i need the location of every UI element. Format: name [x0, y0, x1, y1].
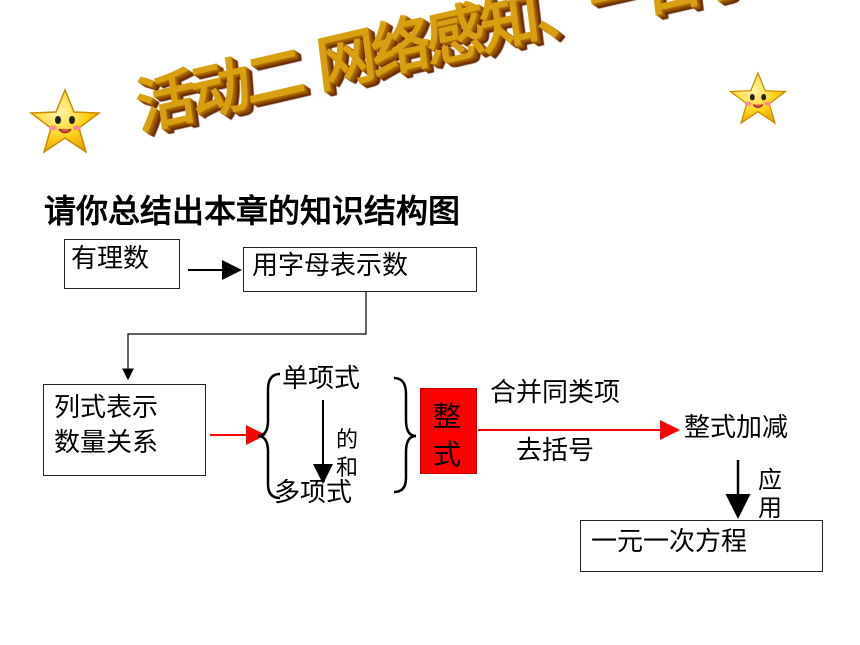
node-expr-line2: 数量关系: [54, 428, 159, 459]
node-he: 和: [336, 456, 359, 481]
node-integral-char1: 整: [433, 400, 462, 433]
node-expr: 列式表示 数量关系: [43, 384, 206, 476]
node-polynomial: 多项式: [274, 478, 353, 508]
node-rational-label: 有理数: [71, 244, 150, 274]
edge-label-apply-2: 用: [758, 494, 782, 522]
edge-label-apply-1: 应: [758, 466, 782, 494]
node-rational: 有理数: [64, 239, 180, 289]
node-letters: 用字母表示数: [243, 247, 477, 292]
node-monomial: 单项式: [282, 364, 361, 394]
node-integral: 整 式: [420, 388, 477, 474]
edge-label-combine: 合并同类项: [490, 378, 621, 408]
star-icon-left: [28, 88, 102, 154]
node-addsub: 整式加减: [684, 413, 789, 443]
node-equation-label: 一元一次方程: [591, 527, 748, 557]
node-letters-label: 用字母表示数: [252, 251, 409, 281]
page-subtitle: 请你总结出本章的知识结构图: [44, 192, 461, 230]
node-integral-char2: 式: [433, 438, 462, 471]
node-de: 的: [336, 428, 359, 453]
node-expr-line1: 列式表示: [54, 393, 159, 423]
edge-label-brackets: 去括号: [516, 436, 595, 466]
star-icon-right: [728, 71, 788, 125]
node-equation: 一元一次方程: [580, 520, 823, 572]
